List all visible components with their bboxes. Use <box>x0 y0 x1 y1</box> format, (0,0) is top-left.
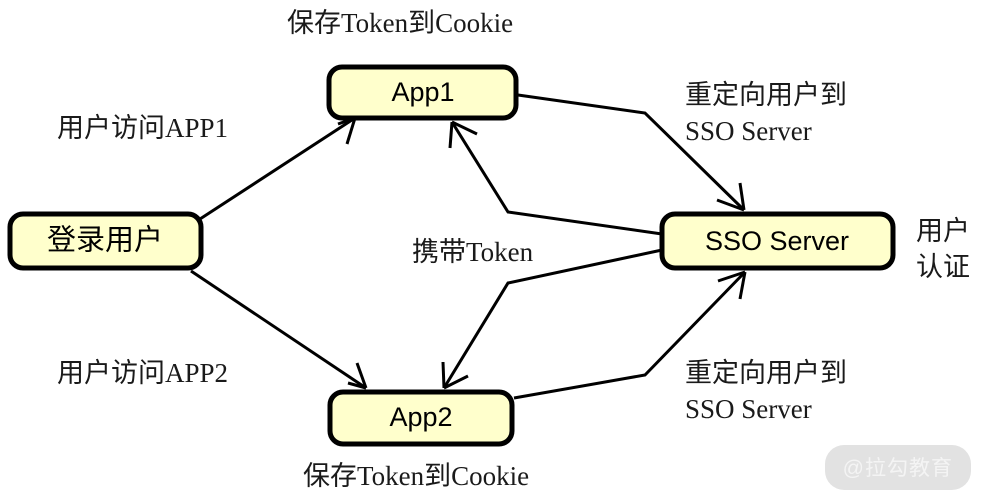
arrow-barb-right <box>738 271 747 300</box>
label-user-visit-app1: 用户访问APP1 <box>57 113 229 143</box>
arrow-barb-left <box>717 270 746 283</box>
label-save-token-cookie-bottom: 保存Token到Cookie <box>303 461 530 491</box>
label-redirect-user-to-sso-top: 重定向用户到 SSO Server <box>685 80 847 146</box>
arrow-barb-left <box>716 198 745 212</box>
arrow-barb-left <box>448 121 454 149</box>
arrow-barb-right <box>355 362 368 389</box>
node-login-user-box[interactable] <box>7 211 204 271</box>
label-carry-token: 携带Token <box>412 237 534 267</box>
node-sso-server[interactable]: SSO Server <box>659 211 896 271</box>
node-login-user[interactable]: 登录用户 <box>7 211 204 271</box>
arrow-barb-right <box>345 117 357 145</box>
edge-sso-to-app1 <box>448 120 663 236</box>
label-user-auth: 用户 认证 <box>916 216 970 282</box>
node-app2[interactable]: App2 <box>327 389 515 447</box>
edge-line <box>190 269 367 390</box>
label-redirect-user-to-sso-bottom: 重定向用户到 SSO Server <box>685 358 847 424</box>
node-sso-server-label: SSO Server <box>705 226 849 256</box>
edge-line <box>517 93 746 212</box>
edge-sso-to-app2 <box>441 248 663 390</box>
arrow-barb-right <box>738 182 746 211</box>
edge-app1-to-sso <box>517 93 746 212</box>
node-app2-label: App2 <box>389 402 452 432</box>
edge-login-user-to-app2 <box>190 269 368 390</box>
node-app1-label: App1 <box>391 77 454 107</box>
edge-app2-to-sso <box>513 270 747 400</box>
label-user-visit-app2: 用户访问APP2 <box>57 358 229 388</box>
arrow-barb-left <box>347 381 367 390</box>
arrow-barb-right <box>443 374 469 390</box>
arrow-barb-right <box>451 120 478 136</box>
node-app1[interactable]: App1 <box>326 64 519 121</box>
edge-line <box>199 116 356 221</box>
node-sso-server-box[interactable] <box>659 211 896 271</box>
node-app2-box[interactable] <box>327 389 515 447</box>
arrow-barb-left <box>441 361 446 389</box>
edge-line <box>513 270 747 400</box>
label-save-token-cookie-top: 保存Token到Cookie <box>287 8 514 38</box>
edge-line <box>442 248 663 389</box>
node-app1-box[interactable] <box>326 64 519 121</box>
watermark-badge: @拉勾教育 <box>824 445 971 490</box>
node-login-user-label: 登录用户 <box>47 224 163 257</box>
edge-line <box>450 121 663 236</box>
